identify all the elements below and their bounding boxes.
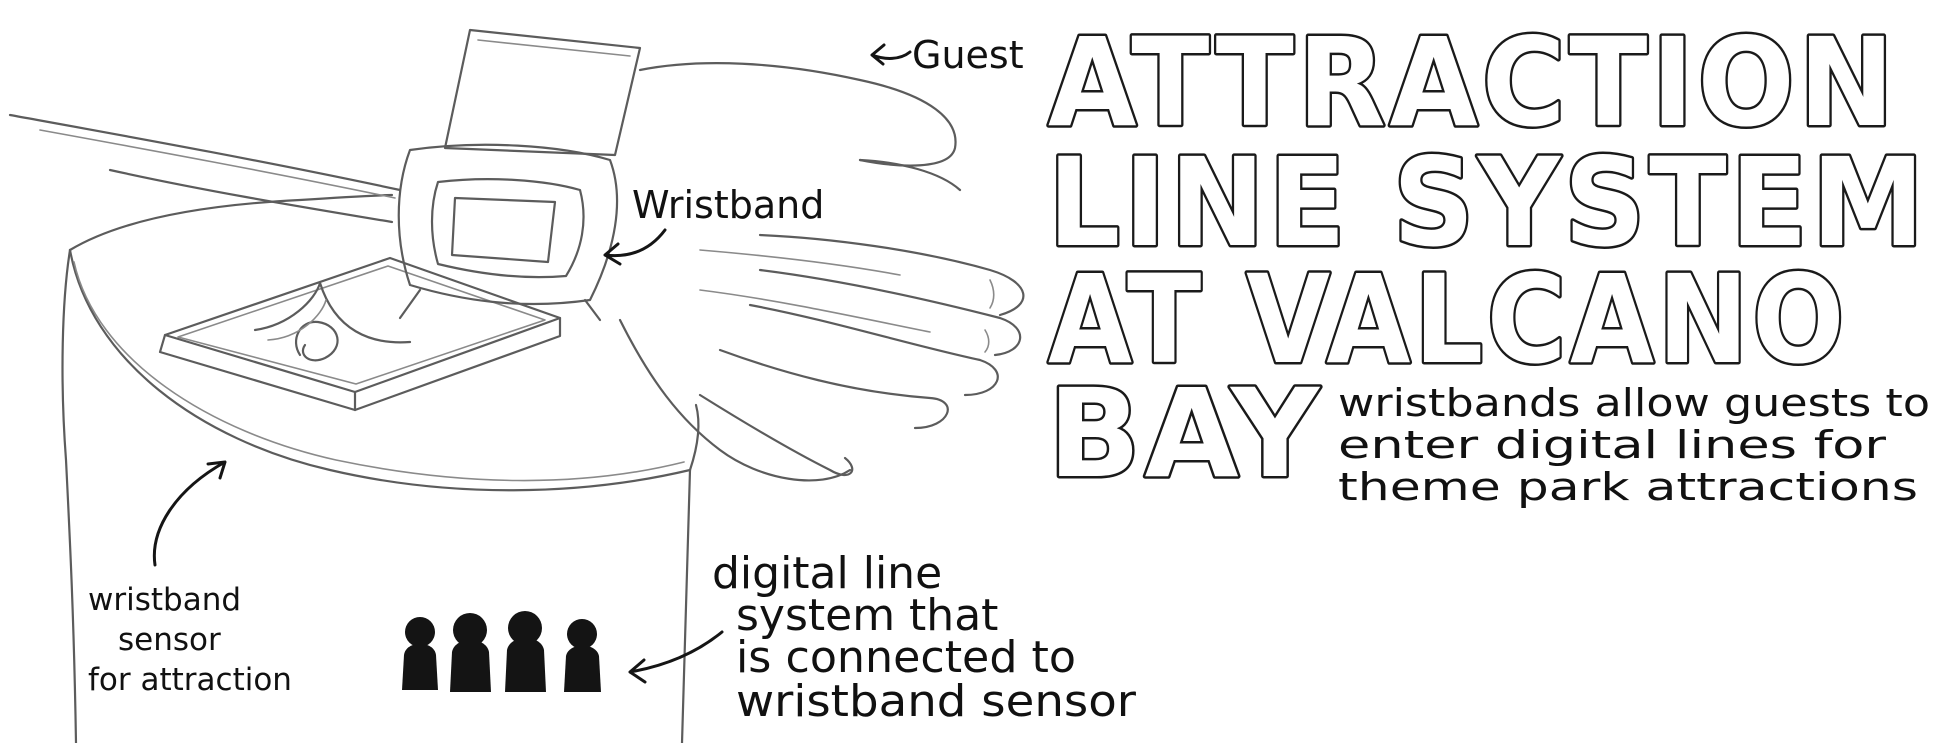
description-line-1: wristbands allow guests to xyxy=(1338,381,1930,425)
digital-line-label: digital line system that is connected to… xyxy=(712,548,1137,727)
guest-arrow xyxy=(872,45,910,64)
sensor-pedestal-sketch xyxy=(63,195,699,743)
description-label: wristbands allow guests to enter digital… xyxy=(1338,381,1930,509)
queue-figures xyxy=(402,611,601,692)
sensor-arrow xyxy=(154,462,225,565)
wristband-sketch xyxy=(399,30,640,320)
digital-line-arrow xyxy=(630,632,722,682)
sensor-label-line-1: wristband xyxy=(88,582,241,618)
wrist-arm-sketch xyxy=(10,63,1023,480)
queue-figure-icon xyxy=(450,613,491,692)
sensor-label: wristband sensor for attraction xyxy=(88,582,292,698)
wristband-label: Wristband xyxy=(632,183,824,227)
digital-line-label-line-4: wristband sensor xyxy=(736,676,1137,727)
sensor-label-line-3: for attraction xyxy=(88,662,292,698)
description-line-2: enter digital lines for xyxy=(1338,423,1887,467)
queue-figure-icon xyxy=(505,611,546,692)
guest-label: Guest xyxy=(912,33,1024,77)
sensor-pad-sketch xyxy=(160,258,560,410)
sensor-label-line-2: sensor xyxy=(118,622,221,658)
queue-figure-icon xyxy=(564,619,601,692)
title-line-4: BAY xyxy=(1048,363,1323,505)
queue-figure-icon xyxy=(402,617,438,690)
description-line-3: theme park attractions xyxy=(1338,465,1918,509)
